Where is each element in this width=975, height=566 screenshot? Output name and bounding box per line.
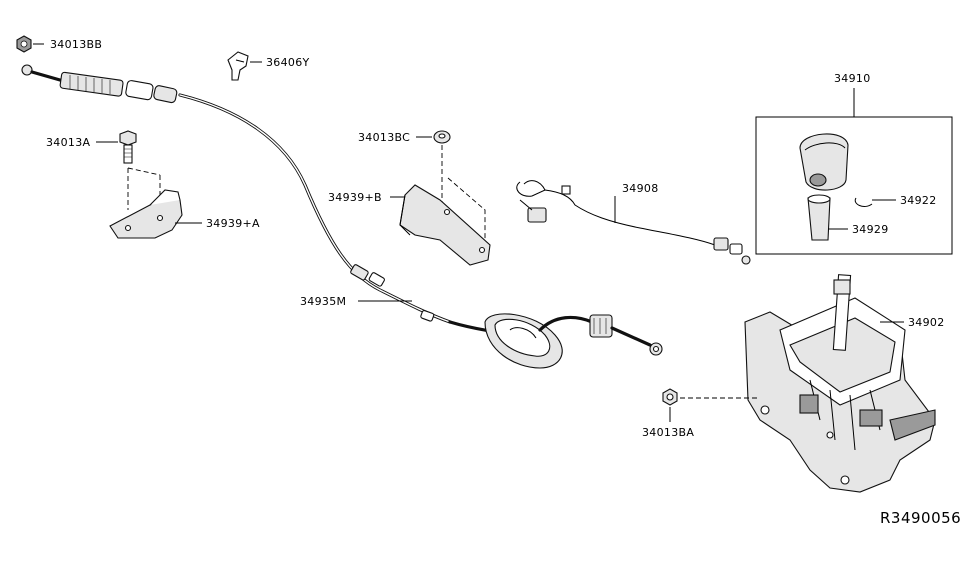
- spring-clip-icon: [854, 197, 873, 207]
- shifter-housing-34902: [744, 274, 936, 493]
- shift-cable-34935m: [21, 64, 663, 369]
- nut-34013ba-icon: [662, 388, 678, 406]
- label-34902: 34902: [908, 316, 945, 329]
- washer-34013bc-icon: [433, 130, 451, 144]
- label-36406y: 36406Y: [266, 56, 310, 69]
- label-34908: 34908: [622, 182, 659, 195]
- label-34929: 34929: [852, 223, 889, 236]
- bracket-34939a: [109, 189, 183, 239]
- label-34013ba: 34013BA: [642, 426, 694, 439]
- bracket-34939b: [399, 184, 491, 266]
- clip-36406y-icon: [227, 51, 249, 81]
- bolt-34013a-icon: [119, 130, 137, 164]
- label-34013bc: 34013BC: [358, 131, 410, 144]
- label-34935m: 34935M: [300, 295, 346, 308]
- label-34939a: 34939+A: [206, 217, 260, 230]
- nut-34013bb-icon: [16, 35, 32, 53]
- label-34939b: 34939+B: [328, 191, 382, 204]
- label-34013bb: 34013BB: [50, 38, 102, 51]
- label-34922: 34922: [900, 194, 937, 207]
- knob-sleeve-icon: [807, 194, 831, 241]
- cable-34908: [516, 180, 751, 265]
- label-34013a: 34013A: [46, 136, 90, 149]
- shift-knob-icon: [799, 133, 849, 191]
- reference-code: R3490056: [880, 509, 961, 527]
- label-34910: 34910: [834, 72, 871, 85]
